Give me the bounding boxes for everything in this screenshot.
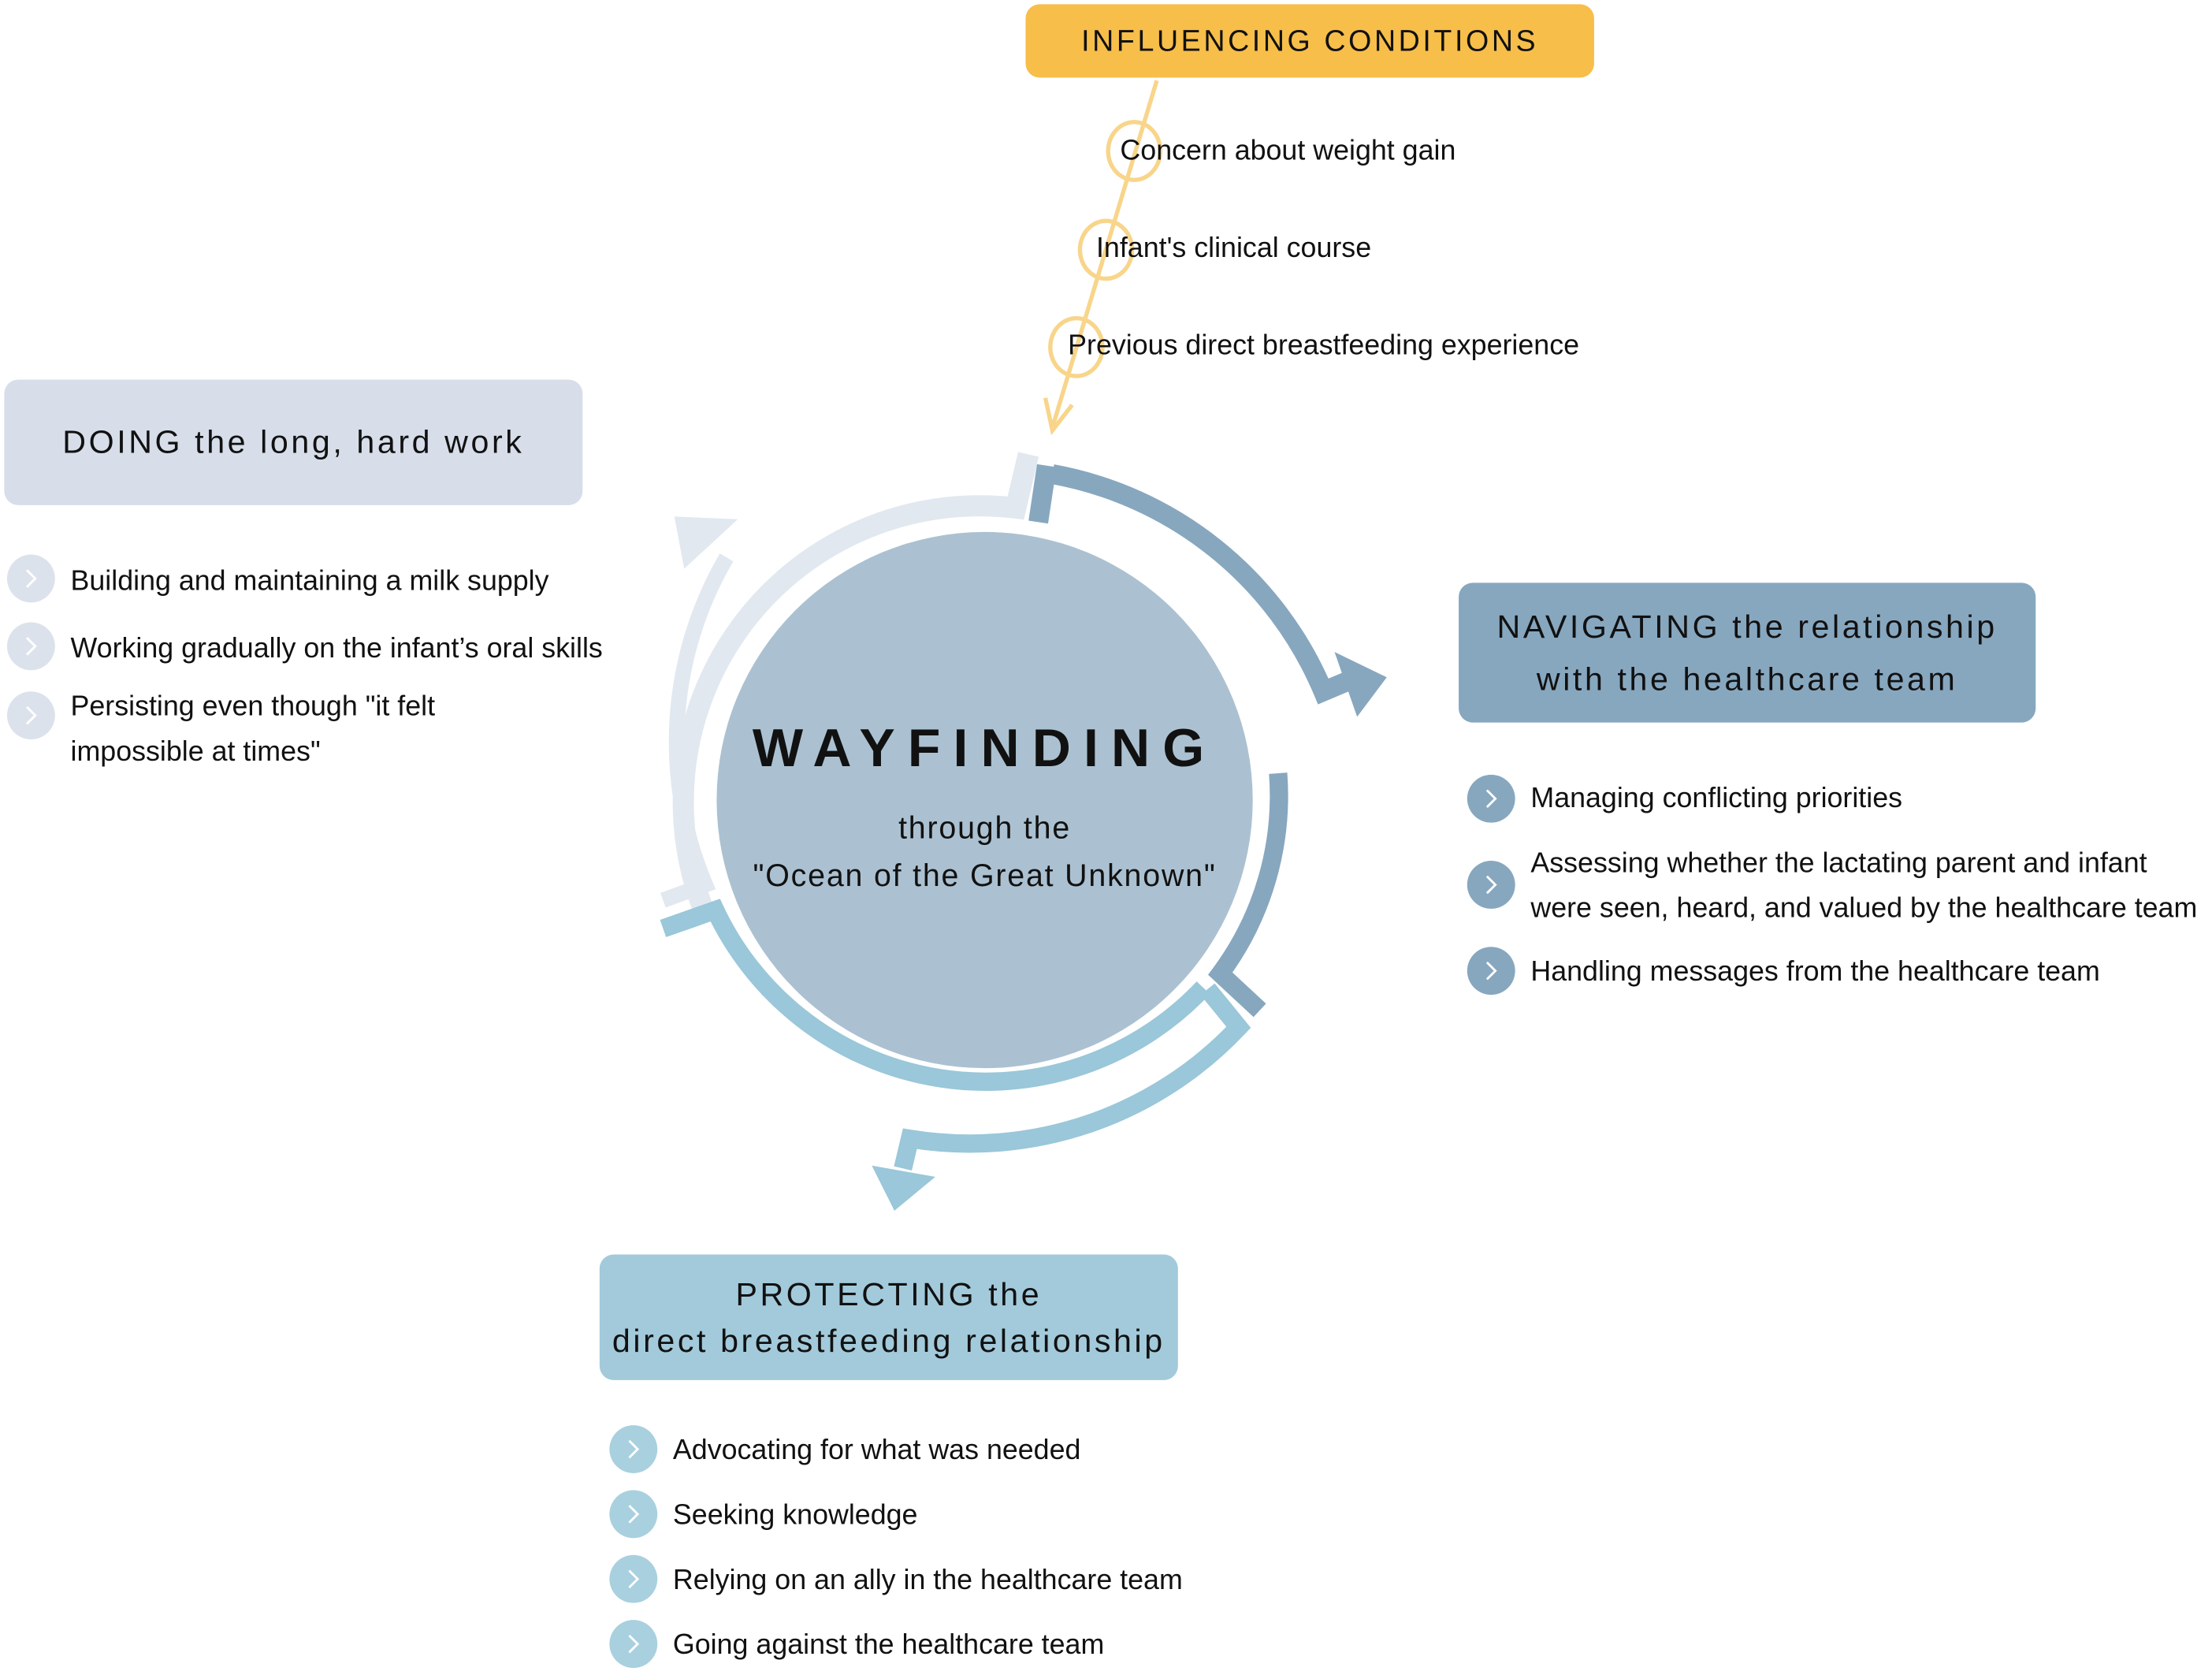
condition-item: Concern about weight gain: [1120, 135, 1456, 167]
chevron-right-icon: [1467, 947, 1515, 996]
chevron-right-icon: [1467, 774, 1515, 823]
doing-item: Persisting even though "it felt: [70, 691, 436, 723]
navigating-title-line2: with the healthcare team: [1536, 659, 1958, 697]
influencing-conditions-title: INFLUENCING CONDITIONS: [1081, 24, 1539, 58]
protecting-title-line2: direct breastfeeding relationship: [612, 1321, 1165, 1359]
influencing-conditions-header: INFLUENCING CONDITIONS: [1025, 4, 1594, 78]
condition-marker-icon: [1106, 120, 1163, 182]
navigating-title-line1: NAVIGATING the relationship: [1496, 607, 1998, 645]
center-subtitle-line2: "Ocean of the Great Unknown": [753, 858, 1217, 894]
doing-header: DOING the long, hard work: [4, 379, 583, 505]
protecting-header: PROTECTING the direct breastfeeding rela…: [599, 1254, 1178, 1380]
doing-item: Building and maintaining a milk supply: [70, 565, 549, 597]
chevron-right-icon: [609, 1554, 658, 1603]
center-title: WAYFINDING: [752, 720, 1218, 780]
chevron-right-icon: [6, 622, 55, 671]
chevron-right-icon: [1467, 861, 1515, 909]
navigating-item-continued: were seen, heard, and valued by the heal…: [1530, 893, 2198, 925]
doing-item-continued: impossible at times": [70, 736, 321, 768]
chevron-right-icon: [6, 691, 55, 740]
protecting-item: Going against the healthcare team: [672, 1629, 1105, 1662]
doing-title: DOING the long, hard work: [62, 423, 525, 460]
chevron-right-icon: [609, 1425, 658, 1473]
protecting-item: Advocating for what was needed: [672, 1435, 1081, 1467]
protecting-cycle-arrow: [660, 899, 1251, 1211]
navigating-cycle-arrow: [1028, 463, 1387, 1018]
chevron-right-icon: [609, 1620, 658, 1669]
center-subtitle-line1: through the: [898, 810, 1072, 846]
chevron-right-icon: [6, 554, 55, 603]
chevron-right-icon: [609, 1490, 658, 1539]
navigating-header: NAVIGATING the relationship with the hea…: [1459, 583, 2036, 723]
protecting-item: Seeking knowledge: [672, 1499, 918, 1532]
protecting-item: Relying on an ally in the healthcare tea…: [672, 1565, 1183, 1596]
navigating-item: Assessing whether the lactating parent a…: [1530, 847, 2147, 880]
doing-item: Working gradually on the infant’s oral s…: [70, 633, 603, 665]
influencing-arrowhead: [1043, 397, 1074, 436]
navigating-item: Handling messages from the healthcare te…: [1530, 956, 2100, 988]
condition-marker-icon: [1048, 316, 1105, 378]
doing-cycle-arrow: [660, 452, 1039, 919]
condition-marker-icon: [1077, 218, 1135, 281]
navigating-item: Managing conflicting priorities: [1530, 783, 1903, 814]
center-circle: [716, 531, 1253, 1069]
condition-item: Infant's clinical course: [1095, 233, 1372, 264]
condition-item: Previous direct breastfeeding experience: [1068, 329, 1580, 362]
protecting-title-line1: PROTECTING the: [735, 1275, 1043, 1312]
